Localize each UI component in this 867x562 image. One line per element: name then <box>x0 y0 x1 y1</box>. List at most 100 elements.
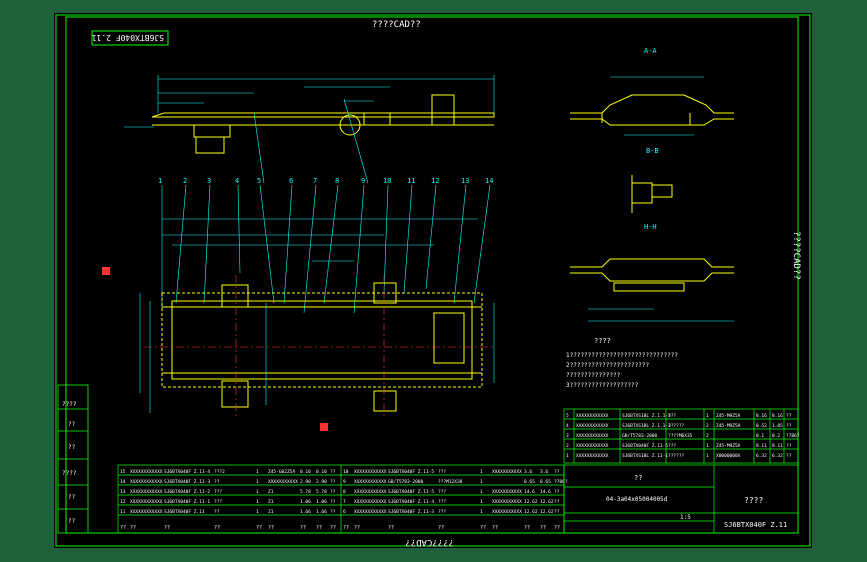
bom-upper-grid <box>563 408 799 464</box>
plan-centerlines <box>144 275 494 417</box>
bom-upper-cell: Z45-M9Z5A <box>716 413 741 419</box>
bottom-title: ????CAD?? <box>405 537 454 547</box>
bom-upper-cell: SJ6BTXS1BL Z.1.1-3 <box>622 423 671 429</box>
tech-line-3: ??????????????? <box>566 372 621 379</box>
bom-header-cell: ?? <box>492 525 498 531</box>
bom-upper-cell: 8.16 <box>756 413 767 419</box>
bom-lower-mid-cell: 12.62 <box>540 509 554 515</box>
bom-upper-cell: GB/T5783-2000 <box>622 433 658 439</box>
bom-lower-mid-cell: 1 <box>480 469 483 475</box>
left-strip-2: ?? <box>68 421 76 428</box>
balloon-6: 6 <box>289 177 293 185</box>
bom-upper-cell: XXXXXXXXXXXX <box>576 423 609 429</box>
bom-lower-mid-cell: 0.65 <box>540 479 551 485</box>
bom-lower-left-cell: 0.10 <box>300 469 311 475</box>
right-title: ????CAD?? <box>791 231 801 280</box>
bom-header-cell: ?? <box>214 525 220 531</box>
bom-header-cell: ?? <box>343 525 349 531</box>
bom-lower-left-cell: 15 <box>120 469 126 475</box>
bom-lower-left-cell: Z1 <box>268 499 274 505</box>
bom-lower-mid-cell: ?? <box>554 489 560 495</box>
bom-lower-left-cell: 13 <box>120 489 126 495</box>
cad-drawing-canvas[interactable]: ????CAD?? ????CAD?? ????CAD?? SJ6BTX040F… <box>54 13 812 548</box>
bom-lower-mid-cell: 1 <box>480 509 483 515</box>
bom-upper-cell: 6.32 <box>756 453 767 459</box>
bom-lower-mid-cell: 1 <box>480 489 483 495</box>
section-b-view[interactable] <box>631 175 673 213</box>
drawing-number-box-text: SJ6BTX040F 2.11 <box>92 33 164 42</box>
bom-lower-mid-cell: XXXXXXXXXXX <box>492 469 522 475</box>
bom-header-cell: ?? <box>480 525 486 531</box>
plan-view[interactable] <box>161 282 483 412</box>
balloon-9: 9 <box>361 177 365 185</box>
section-a-title: A-A <box>644 47 657 55</box>
bom-lower-mid-cell: 12.62 <box>524 509 538 515</box>
title-block-scale: 1:5 <box>680 514 691 521</box>
balloon-5: 5 <box>257 177 261 185</box>
bom-header-cell: ?? <box>330 525 336 531</box>
bom-lower-left-cell: ?? <box>330 479 336 485</box>
bom-lower-left-cell: 2.90 <box>300 479 311 485</box>
elevation-view[interactable] <box>151 94 495 154</box>
title-block-code: 04-3a04x05004005d <box>606 496 668 503</box>
title-block-name: ???? <box>744 496 763 505</box>
bom-lower-mid-cell: ?786? <box>554 479 568 485</box>
plan-dimensions <box>139 218 495 413</box>
left-strip-1: ???? <box>62 401 77 408</box>
bom-header-cell: ?? <box>354 525 360 531</box>
bom-upper-cell: 6.32 <box>772 453 783 459</box>
bom-lower-mid-cell: ?? <box>554 499 560 505</box>
elevation-dimensions <box>124 75 495 184</box>
bom-lower-mid-cell: ??? <box>438 489 446 495</box>
bom-lower-mid-cell: XXXXXXXXXXX <box>492 509 522 515</box>
bom-lower-left-cell: 1.66 <box>300 509 311 515</box>
bom-upper-cell: ?????? <box>668 423 685 429</box>
section-b-title: B-B <box>646 147 659 155</box>
bom-lower-left-cell: XXXXXXXXXXXX <box>130 489 163 495</box>
bom-lower-mid-cell: 8 <box>343 489 346 495</box>
left-strip <box>57 384 89 534</box>
bom-upper-cell: ?? <box>786 453 792 459</box>
bom-lower-mid-cell: 14.6 <box>524 489 535 495</box>
bom-lower-mid-cell: ??? <box>438 469 446 475</box>
bom-upper-cell: XXXXXXXXXXXX <box>576 413 609 419</box>
bom-upper-cell: ??? <box>668 413 676 419</box>
bom-upper-cell: 8.16 <box>772 413 783 419</box>
bom-lower-mid-cell: 3.6 <box>540 469 548 475</box>
bom-upper-cell: 0.2 <box>772 433 780 439</box>
bom-lower-left-cell: 1 <box>256 469 259 475</box>
bom-upper-cell: 2 <box>706 423 709 429</box>
outer-frame <box>55 14 811 547</box>
bom-lower-mid-cell: 6 <box>343 509 346 515</box>
view-label-bottom <box>320 423 328 431</box>
bom-lower-mid-cell: 1 <box>480 499 483 505</box>
title-block-small-label: ?? <box>634 474 642 482</box>
bom-lower-left-cell: 1.06 <box>300 499 311 505</box>
bom-lower-left-cell: 2.90 <box>316 479 327 485</box>
bom-header-cell: ?? <box>524 525 530 531</box>
left-strip-5: ?? <box>68 494 76 501</box>
balloon-3: 3 <box>207 177 211 185</box>
bom-lower-left-cell: SJ6BTX040F Z.11-4 <box>164 469 210 475</box>
bom-lower-mid-cell: XXXXXXXXXXXX <box>354 479 387 485</box>
section-h-view[interactable] <box>570 258 734 292</box>
section-a-view[interactable] <box>570 94 734 126</box>
bom-header-cell: ?? <box>268 525 274 531</box>
bom-lower-mid-cell: XXXXXXXXXXXX <box>354 499 387 505</box>
bom-lower-mid-cell: 9 <box>343 479 346 485</box>
bom-lower-mid-cell: SJ6BTX040F Z.11-4 <box>388 499 434 505</box>
bom-lower-left-cell: 1.66 <box>316 509 327 515</box>
balloon-11: 11 <box>407 177 415 185</box>
bom-lower-left-cell: XXXXXXXXXXXX <box>130 509 163 515</box>
title-block-drawing-no: SJ6BTX040F Z.11 <box>724 521 787 529</box>
bom-lower-mid-cell: XXXXXXXXXXXX <box>354 469 387 475</box>
bom-lower-mid-cell: ??? <box>438 499 446 505</box>
inner-frame <box>65 16 799 534</box>
bom-upper-cell: SJ6BTX040F Z.11-5 <box>622 443 668 449</box>
bom-upper-cell: ??? <box>668 443 676 449</box>
bom-lower-left-cell: Z45-G02Z5A <box>268 469 295 475</box>
bom-upper-cell: 8.11 <box>756 443 767 449</box>
bom-header-cell: ?? <box>438 525 444 531</box>
bom-upper-cell: 1 <box>706 413 709 419</box>
bom-lower-mid-cell: XXXXXXXXXXX <box>492 489 522 495</box>
